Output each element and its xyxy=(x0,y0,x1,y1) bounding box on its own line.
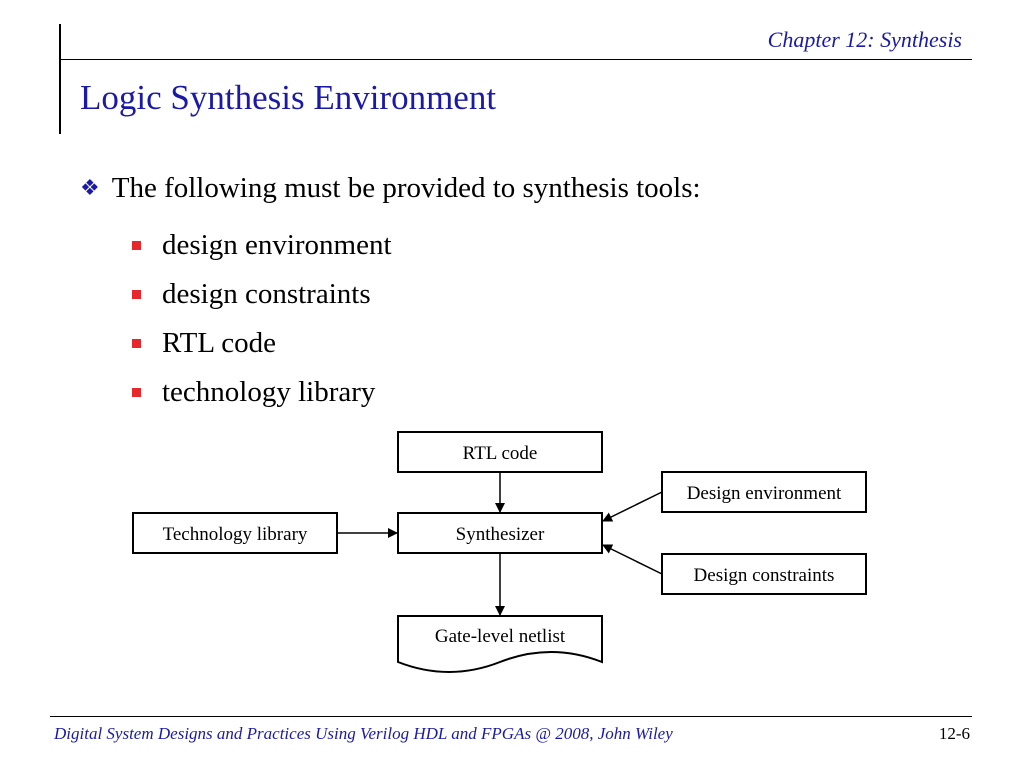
arrow-constraints-to-synthesizer xyxy=(602,544,663,575)
synthesizer-box xyxy=(397,512,603,554)
chapter-label: Chapter 12: Synthesis xyxy=(767,27,962,52)
technology-library-label: Technology library xyxy=(163,524,308,545)
requirements-list: design environment design constraints RT… xyxy=(132,221,392,417)
header-vertical-rule xyxy=(59,24,61,134)
design-environment-label: Design environment xyxy=(687,483,842,504)
netlist-document-shape xyxy=(397,615,603,673)
page-number: 12-6 xyxy=(938,724,970,743)
list-item: design constraints xyxy=(132,270,392,319)
square-bullet-icon xyxy=(132,241,141,250)
footer-rule xyxy=(50,716,972,717)
square-bullet-icon xyxy=(132,290,141,299)
footer-text: Digital System Designs and Practices Usi… xyxy=(54,724,673,743)
netlist-label: Gate-level netlist xyxy=(435,626,566,647)
slide-title: Logic Synthesis Environment xyxy=(80,78,497,117)
square-bullet-icon xyxy=(132,388,141,397)
intro-bullet: ❖ The following must be provided to synt… xyxy=(80,172,701,205)
arrow-environment-to-synthesizer xyxy=(602,491,663,522)
diamond-bullet-icon: ❖ xyxy=(80,176,100,201)
rtl-code-label: RTL code xyxy=(463,443,538,464)
synthesizer-label: Synthesizer xyxy=(456,524,545,545)
square-bullet-icon xyxy=(132,339,141,348)
technology-library-box xyxy=(132,512,338,554)
header-rule xyxy=(59,59,972,60)
list-item: RTL code xyxy=(132,319,392,368)
intro-text: The following must be provided to synthe… xyxy=(111,172,701,204)
list-item: design environment xyxy=(132,221,392,270)
list-item: technology library xyxy=(132,368,392,417)
design-constraints-label: Design constraints xyxy=(694,565,835,586)
